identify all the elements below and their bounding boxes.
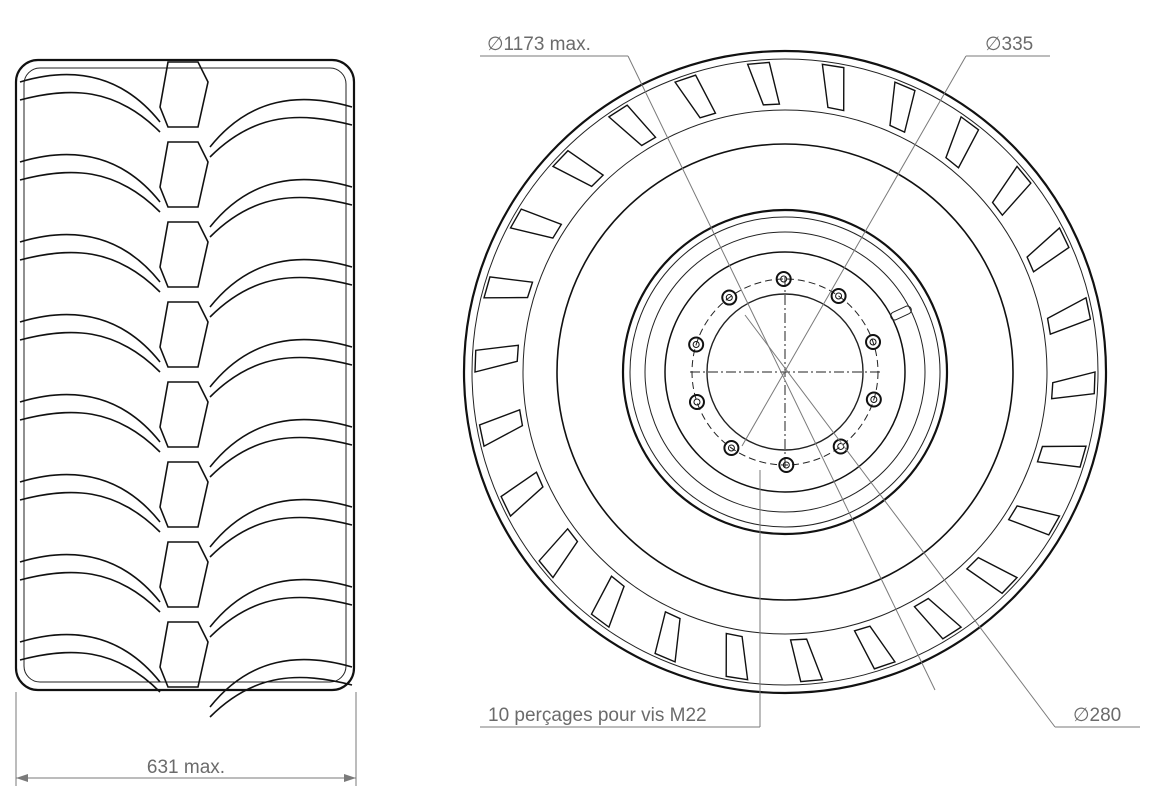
- tread-lug: [483, 276, 534, 299]
- tread-lug: [673, 74, 717, 119]
- tread-lug: [1007, 505, 1061, 536]
- center-tread-block: [159, 141, 209, 208]
- bolt-hole-inner: [692, 341, 700, 349]
- tread-lug: [853, 625, 897, 670]
- tread-lug: [607, 104, 657, 147]
- bolt-hole: [830, 287, 847, 304]
- bolt-hole: [832, 438, 849, 455]
- bolt-hole: [723, 440, 740, 457]
- tread-lug: [500, 471, 544, 518]
- tread-lug: [746, 61, 781, 106]
- outer-diameter-label: ∅1173 max.: [487, 34, 591, 55]
- bolt-holes-label: 10 perçages pour vis M22: [488, 705, 707, 726]
- leader-line: [741, 55, 967, 447]
- bolt-hole-inner: [693, 398, 701, 406]
- disc-circle: [664, 251, 906, 493]
- tread-lug-right: [209, 578, 353, 638]
- bolt-hole: [865, 334, 882, 351]
- tread-lugs-side: [19, 61, 353, 718]
- tread-lug: [590, 575, 625, 629]
- tread-lug: [965, 556, 1019, 595]
- tire-side-view: [14, 58, 356, 718]
- bolt-holes-callout: 10 perçages pour vis M22: [480, 470, 761, 728]
- rim-inner-circle: [644, 231, 926, 513]
- tread-lug-right: [209, 498, 353, 558]
- bolt-hole: [688, 336, 705, 353]
- leader-line: [744, 314, 1056, 728]
- center-tread-block: [159, 621, 209, 688]
- center-tread-block: [159, 541, 209, 608]
- tread-lug-right: [209, 258, 353, 318]
- width-dimension: 631 max.: [15, 692, 357, 786]
- tread-lug-left: [19, 553, 161, 613]
- tread-lug: [945, 115, 980, 169]
- bolt-hole-inner: [725, 294, 733, 302]
- tread-lug: [654, 610, 681, 663]
- tread-lug: [551, 149, 605, 188]
- outer-diameter-callout: ∅1173 max.: [480, 34, 936, 691]
- bolt-hole-inner: [835, 292, 843, 300]
- tread-lug-left: [19, 153, 161, 213]
- tread-base-circle: [522, 109, 1048, 635]
- tread-lug-left: [19, 233, 161, 293]
- bolt-hole-inner: [727, 444, 735, 452]
- bolt-hole-inner: [780, 275, 788, 283]
- bolt-hole: [865, 391, 882, 408]
- bolt-holes: [688, 271, 882, 473]
- center-bore-callout: ∅280: [744, 314, 1140, 728]
- tread-lug: [1026, 226, 1070, 273]
- bolt-hole: [688, 393, 705, 410]
- tread-lug-left: [19, 393, 161, 453]
- sidewall-circle: [556, 143, 1014, 601]
- pitch-circle-callout: ∅335: [741, 34, 1050, 447]
- tread-lug-right: [209, 658, 353, 718]
- tread-lug: [789, 638, 824, 683]
- center-tread-block: [159, 461, 209, 528]
- tread-lug: [1036, 445, 1087, 468]
- tread-lug: [1050, 371, 1096, 400]
- tread-lug-left: [19, 313, 161, 373]
- center-tread-block: [159, 221, 209, 288]
- tread-lug: [991, 165, 1032, 217]
- tread-lug: [538, 527, 579, 579]
- rim-flange-circle: [629, 216, 941, 528]
- tread-lug: [889, 81, 916, 134]
- center-bore-circle: [706, 293, 864, 451]
- tread-lug-right: [209, 338, 353, 398]
- bolt-hole-inner: [870, 395, 878, 403]
- center-tread-block: [159, 381, 209, 448]
- tread-lugs-front: [474, 61, 1096, 683]
- tread-lug-right: [209, 418, 353, 478]
- tread-lug-right: [209, 178, 353, 238]
- tread-lug-right: [209, 98, 353, 158]
- bolt-hole: [778, 456, 795, 473]
- rim-outer-circle: [621, 208, 949, 536]
- tire-outer-circle: [462, 49, 1108, 695]
- tread-lug-left: [19, 73, 161, 133]
- center-bore-label: ∅280: [1073, 705, 1121, 726]
- center-tread-block: [159, 61, 209, 128]
- center-tread-block: [159, 301, 209, 368]
- tread-lug: [509, 208, 563, 239]
- tire-side-inner-outline: [23, 67, 347, 683]
- bolt-hole: [721, 289, 738, 306]
- tread-lug: [1046, 296, 1092, 336]
- tire-side-outline: [14, 58, 356, 692]
- leader-line: [627, 55, 936, 691]
- tread-lug-left: [19, 473, 161, 533]
- tread-lug-left: [19, 633, 161, 693]
- tire-front-view: [462, 49, 1108, 695]
- width-label: 631 max.: [147, 757, 225, 778]
- tire-outer-inner-circle: [471, 58, 1099, 686]
- bolt-hole-inner: [869, 338, 877, 346]
- tread-lug: [478, 408, 524, 448]
- bolt-hole-inner: [782, 461, 790, 469]
- bolt-hole: [775, 271, 792, 288]
- tread-lug: [913, 597, 963, 640]
- tread-lug: [725, 632, 749, 681]
- tread-lug: [821, 63, 845, 112]
- pitch-circle-label: ∅335: [985, 34, 1033, 55]
- valve: [890, 305, 912, 321]
- tread-lug: [474, 344, 520, 373]
